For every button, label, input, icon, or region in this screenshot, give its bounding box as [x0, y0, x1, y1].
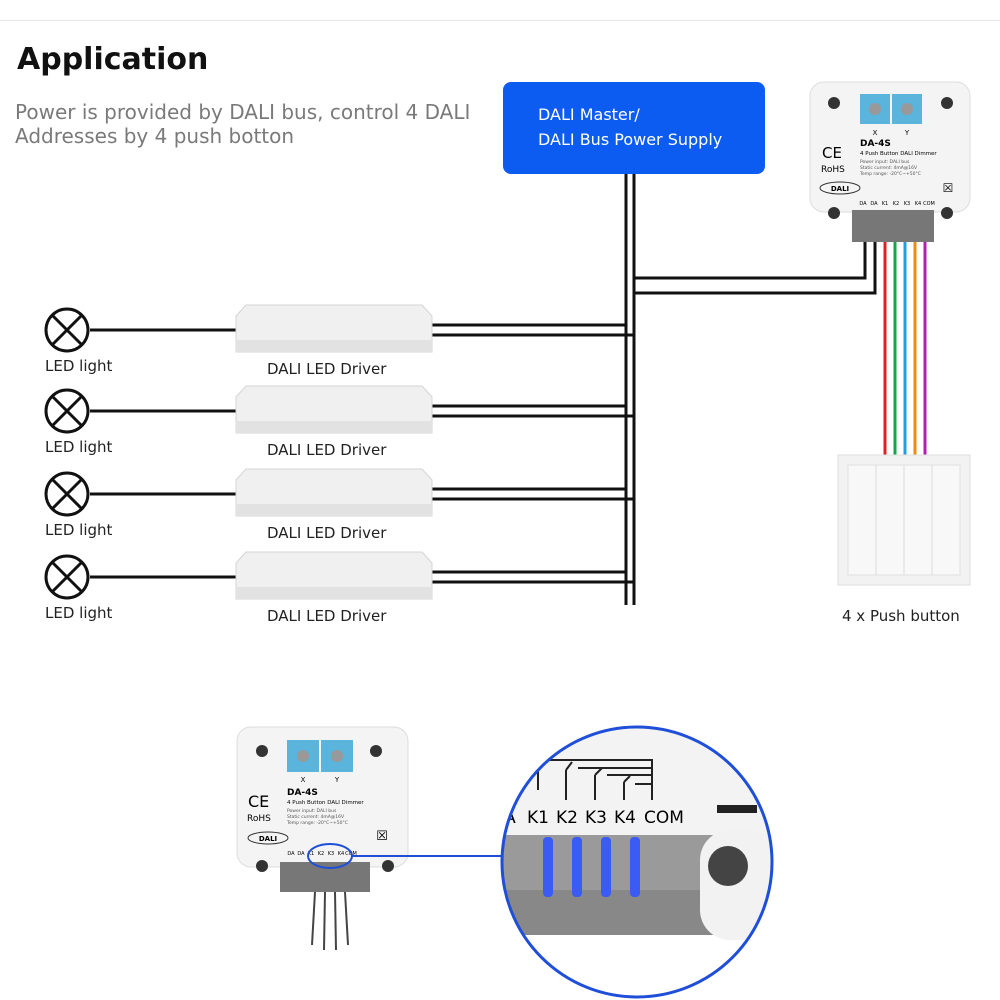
lamp-icon — [44, 307, 90, 353]
weee-icon: ☒ — [943, 181, 954, 195]
device-temp: Temp range: -20°C~+50°C — [286, 820, 348, 826]
device-current: Static current: 4mA@16V — [287, 814, 345, 820]
zoom-circle — [500, 725, 774, 999]
device-current: Static current: 4mA@16V — [860, 165, 918, 171]
lamp-icon — [44, 554, 90, 600]
lamp-icon — [44, 388, 90, 434]
dial-y-label: Y — [904, 129, 910, 137]
terminal-label: K2 — [318, 851, 324, 857]
dial-x-label: X — [301, 776, 306, 784]
device-desc: 4 Push Button DALI Dimmer — [287, 800, 364, 806]
row-2 — [44, 385, 634, 434]
driver-label: DALI LED Driver — [267, 441, 387, 459]
terminal-label: DA — [297, 851, 305, 857]
led-light-label: LED light — [45, 521, 113, 539]
terminal-label: K3 — [328, 851, 334, 857]
zoom-terminal-label: K4 — [614, 808, 636, 828]
device-power: Power input: DALI bus — [287, 808, 337, 814]
push-button-switch — [837, 454, 971, 586]
dali-logo: DALI — [259, 835, 277, 843]
zoom-terminal-label: K3 — [585, 808, 607, 828]
page-subtitle: Power is provided by DALI bus, control 4… — [15, 100, 471, 148]
dali-led-driver — [235, 304, 433, 353]
rohs-mark: RoHS — [821, 165, 845, 175]
master-line1: DALI Master/ — [538, 105, 640, 124]
da-4s-device: X Y CE RoHS DA-4S 4 Push Button DALI Dim… — [809, 81, 971, 242]
zoom-terminal-label: K1 — [527, 808, 549, 828]
switch-label: 4 x Push button — [842, 607, 960, 625]
weee-icon: ☒ — [376, 829, 388, 844]
dali-logo: DALI — [831, 185, 849, 193]
device-temp: Temp range: -20°C~+50°C — [859, 171, 921, 177]
row-1 — [44, 304, 634, 353]
dali-bus — [624, 174, 877, 605]
device-power: Power input: DALI bus — [860, 159, 910, 165]
driver-label: DALI LED Driver — [267, 607, 387, 625]
dali-led-driver — [235, 468, 433, 517]
driver-label: DALI LED Driver — [267, 524, 387, 542]
terminal-label: K3 — [904, 201, 910, 207]
terminal-label: K1 — [882, 201, 888, 207]
device-model: DA-4S — [860, 139, 891, 149]
dali-master-box: DALI Master/ DALI Bus Power Supply — [503, 82, 765, 174]
device-desc: 4 Push Button DALI Dimmer — [860, 151, 937, 157]
terminal-label: K4 — [338, 851, 344, 857]
device-model: DA-4S — [287, 788, 318, 798]
dial-x-label: X — [873, 129, 878, 137]
terminal-label: DA — [870, 201, 878, 207]
page-title: Application — [17, 42, 209, 77]
led-light-label: LED light — [45, 438, 113, 456]
zoom-terminal-label: K2 — [556, 808, 578, 828]
row-4 — [44, 551, 634, 600]
driver-label: DALI LED Driver — [267, 360, 387, 378]
da-4s-device-closeup: X Y CE RoHS DA-4S 4 Push Button DALI Dim… — [236, 726, 503, 951]
ce-mark: CE — [822, 144, 842, 162]
terminal-label: COM — [923, 201, 935, 207]
terminal-label: K4 — [915, 201, 921, 207]
dali-led-driver — [235, 385, 433, 434]
zoom-terminal-label: COM — [644, 808, 684, 828]
terminal-label: K1 — [308, 851, 314, 857]
terminal-label: DA — [859, 201, 867, 207]
row-3 — [44, 468, 634, 517]
lamp-icon — [44, 471, 90, 517]
ce-mark: CE — [248, 792, 269, 811]
master-line2: DALI Bus Power Supply — [538, 130, 723, 149]
led-light-label: LED light — [45, 604, 113, 622]
terminal-label: K2 — [893, 201, 899, 207]
terminal-label: DA — [287, 851, 295, 857]
divider — [0, 20, 1000, 21]
dial-y-label: Y — [334, 776, 340, 784]
dali-led-driver — [235, 551, 433, 600]
button-wires — [883, 240, 927, 458]
rohs-mark: RoHS — [247, 814, 271, 824]
led-light-label: LED light — [45, 357, 113, 375]
